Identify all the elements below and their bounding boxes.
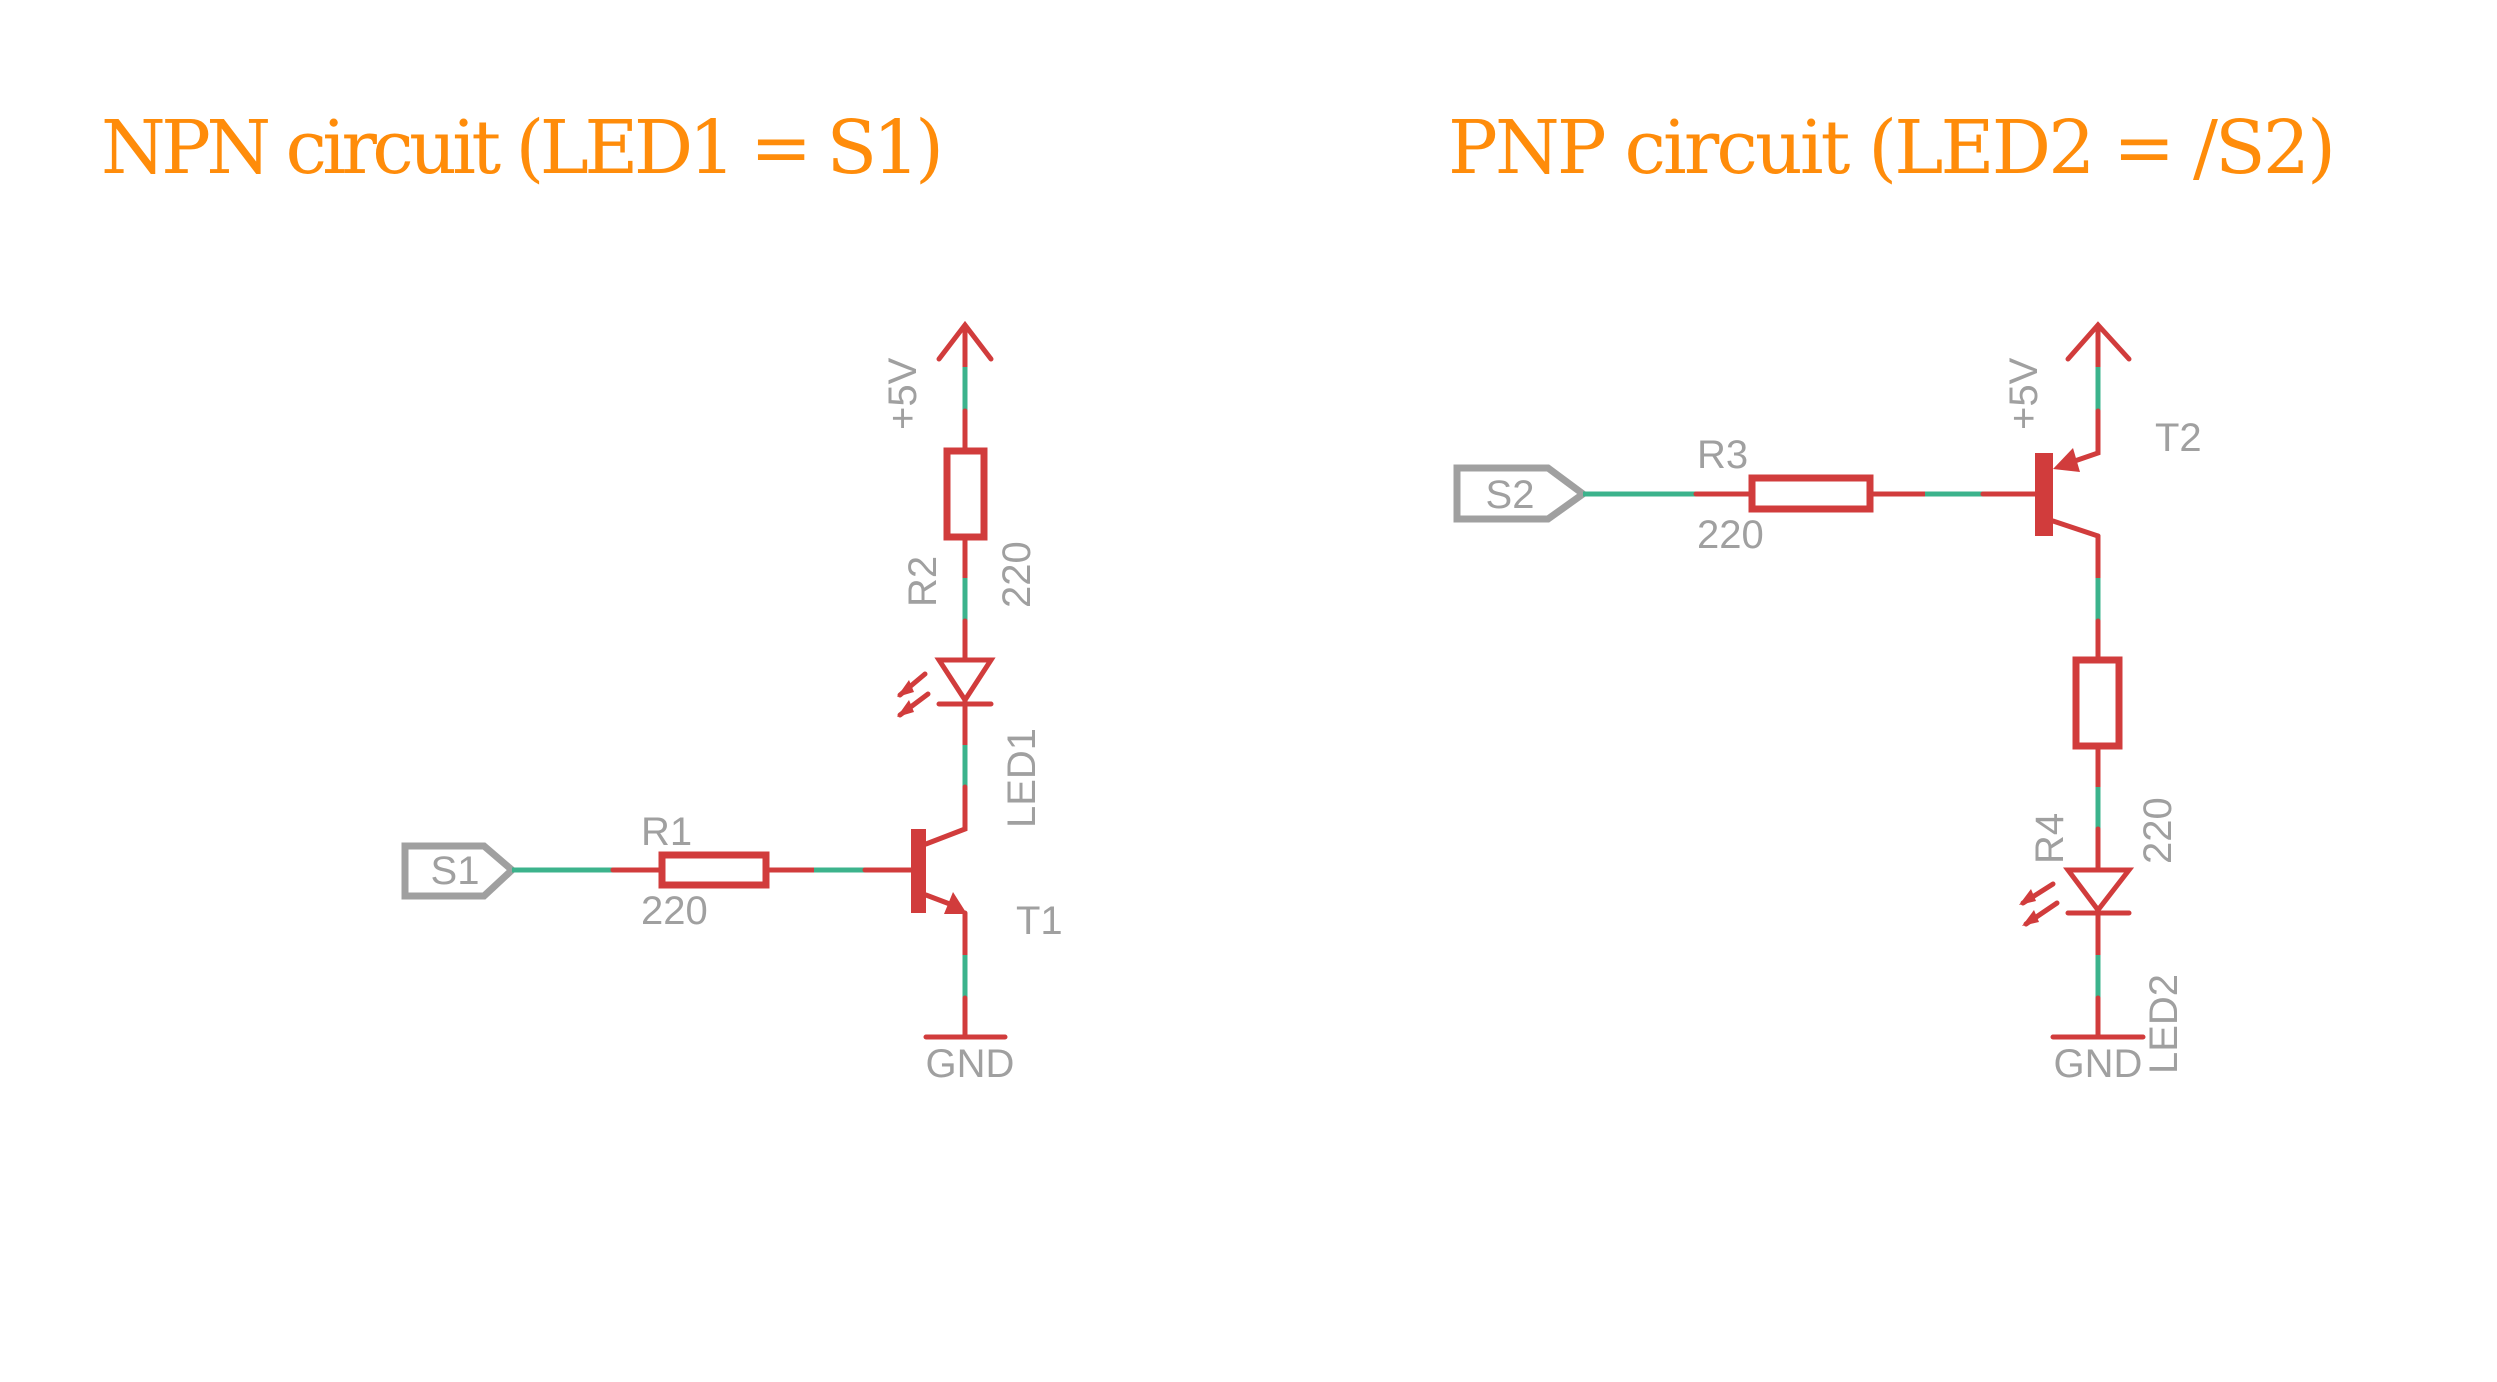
pnp-ground-label: GND <box>2054 1042 2143 1086</box>
t2-transistor[interactable] <box>2035 408 2101 539</box>
led1-label: LED1 <box>1000 728 1044 828</box>
pnp-supply-label: +5V <box>2002 357 2046 430</box>
r4-name: R4 <box>2028 813 2072 864</box>
s2-label: S2 <box>1486 473 1535 517</box>
r2-name: R2 <box>901 556 945 607</box>
r4-value: 220 <box>2136 797 2180 864</box>
npn-title: NPN circuit (LED1 = S1) <box>101 105 944 191</box>
t1-label: T1 <box>1016 899 1063 943</box>
npn-ground-label: GND <box>926 1042 1015 1086</box>
pnp-title: PNP circuit (LED2 = /S2) <box>1448 105 2336 191</box>
pnp-supply-symbol <box>2065 321 2132 370</box>
r1-resistor[interactable] <box>658 851 770 889</box>
r3-name: R3 <box>1697 433 1748 477</box>
r2-value: 220 <box>995 541 1039 608</box>
s2-port[interactable] <box>1453 464 1589 523</box>
r1-value: 220 <box>641 889 708 933</box>
r4-resistor[interactable] <box>2072 656 2123 750</box>
npn-supply-label: +5V <box>881 357 925 430</box>
t1-transistor[interactable] <box>911 784 968 914</box>
pnp-circuit: +5V T2 R4 220 LED2 GND S2 R3 <box>1453 321 2202 1086</box>
led2-label: LED2 <box>2142 974 2186 1074</box>
s1-label: S1 <box>431 849 480 893</box>
r3-value: 220 <box>1697 513 1764 557</box>
npn-supply-symbol <box>936 320 994 370</box>
led2-symbol[interactable] <box>2019 867 2135 927</box>
t2-label: T2 <box>2155 416 2202 460</box>
r2-resistor[interactable] <box>943 447 988 541</box>
led1-symbol[interactable] <box>897 657 996 718</box>
s1-port[interactable] <box>401 842 518 900</box>
pnp-ground-symbol <box>2050 995 2146 1040</box>
npn-circuit: +5V R2 220 LED1 T1 GND S1 R1 <box>401 320 1063 1086</box>
npn-ground-symbol <box>923 995 1008 1040</box>
r3-resistor[interactable] <box>1748 474 1874 513</box>
r1-name: R1 <box>641 810 692 854</box>
